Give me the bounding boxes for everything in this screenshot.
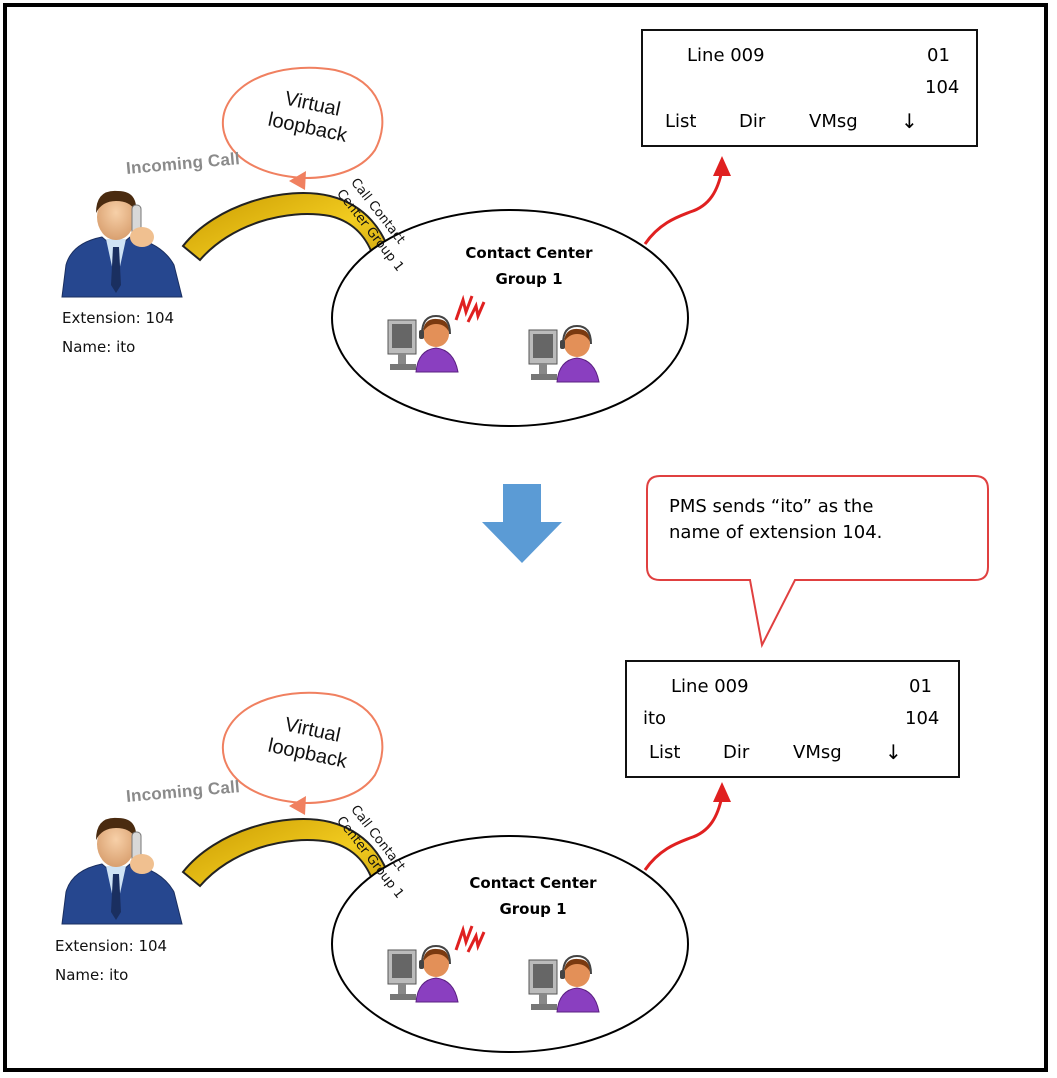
softkey-list: List [665, 111, 697, 132]
display-caller-name: ito [643, 708, 667, 729]
softkey-dir: Dir [723, 742, 750, 763]
group-label: Contact Center Group 1 [465, 244, 593, 288]
caller-figure [61, 817, 183, 925]
display-number: 01 [927, 45, 950, 66]
speech-bubble [646, 475, 989, 649]
display-line: Line 009 [671, 676, 749, 697]
display-line: Line 009 [687, 45, 765, 66]
display-extension: 104 [905, 708, 940, 729]
caller-figure [61, 190, 183, 298]
loopback-arrowhead [289, 796, 306, 815]
softkey-list: List [649, 742, 681, 763]
softkey-vmsg: VMsg [809, 111, 858, 132]
loopback-arrowhead [289, 171, 306, 190]
softkey-dir: Dir [739, 111, 766, 132]
ringing-icon [454, 294, 474, 321]
phone-display: Line 009 01 ito 104 List Dir VMsg ↓ [625, 660, 960, 778]
caller-name: Name: ito [62, 338, 136, 356]
display-number: 01 [909, 676, 932, 697]
scroll-down-arrow-icon: ↓ [885, 740, 902, 764]
group-label: Contact Center Group 1 [469, 874, 597, 918]
transition-down-arrow [482, 484, 562, 563]
red-arrow [643, 795, 724, 871]
caller-name: Name: ito [55, 966, 129, 984]
caller-extension: Extension: 104 [55, 937, 168, 955]
bubble-text: PMS sends “ito” as the name of extension… [669, 496, 883, 543]
caller-extension: Extension: 104 [62, 309, 175, 327]
bottom-scene [61, 691, 731, 1053]
top-scene [61, 66, 731, 427]
loopback-circle [221, 66, 384, 179]
scroll-down-arrow-icon: ↓ [901, 109, 918, 133]
ringing-icon [454, 924, 474, 951]
red-arrow [643, 169, 724, 245]
phone-display: Line 009 01 104 List Dir VMsg ↓ [641, 29, 978, 147]
display-extension: 104 [925, 77, 960, 98]
loopback-circle [221, 691, 384, 804]
softkey-vmsg: VMsg [793, 742, 842, 763]
